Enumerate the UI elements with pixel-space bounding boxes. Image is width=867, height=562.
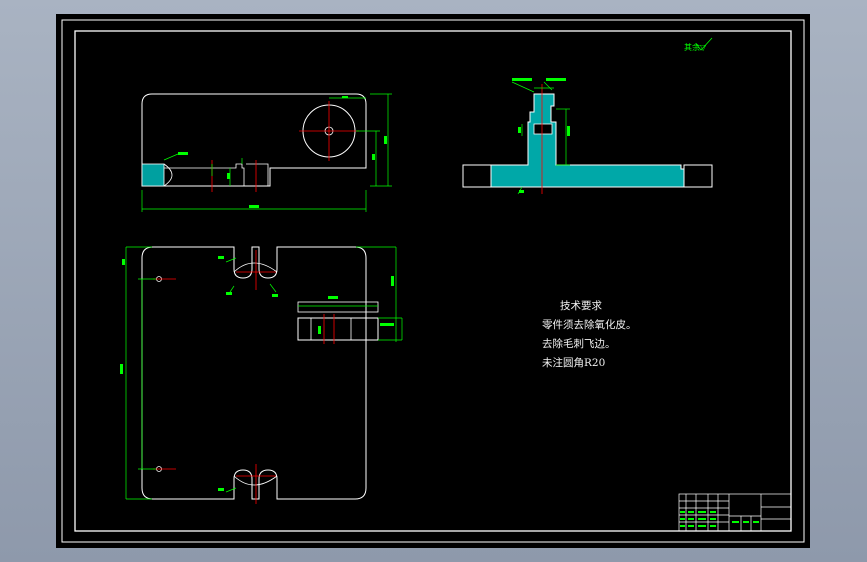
tech-req-line-3: 未注圆角R20 [542,356,605,369]
outer-frame [61,19,805,543]
title-block-text-marks [680,511,759,527]
plan-view-dimension-marks [120,256,394,491]
tech-req-line-2: 去除毛刺飞边。 [542,337,616,350]
plan-view-dimensions [125,246,403,500]
front-view [141,93,392,212]
roughness-symbol-icon [695,37,713,51]
inner-frame [74,30,792,532]
title-block [678,493,792,532]
front-view-dimension-marks [178,96,387,208]
front-view-hatch-section [141,163,165,187]
roughness-note: 其余▽ [684,37,713,52]
plan-view [120,246,403,504]
side-section-hatch [490,93,685,188]
cad-drawing-canvas: 其余▽ [61,19,805,543]
tech-req-line-1: 零件须去除氧化皮。 [542,318,637,331]
technical-requirements: 技术要求 零件须去除氧化皮。 去除毛刺飞边。 未注圆角R20 [542,299,637,369]
tech-req-title: 技术要求 [560,299,602,312]
side-view-dimension-marks [512,78,570,193]
roughness-text: 其余▽ [684,42,707,52]
side-section-view [462,78,713,195]
side-view-dimensions [511,81,570,195]
drawing-sheet: 其余▽ [56,14,810,548]
